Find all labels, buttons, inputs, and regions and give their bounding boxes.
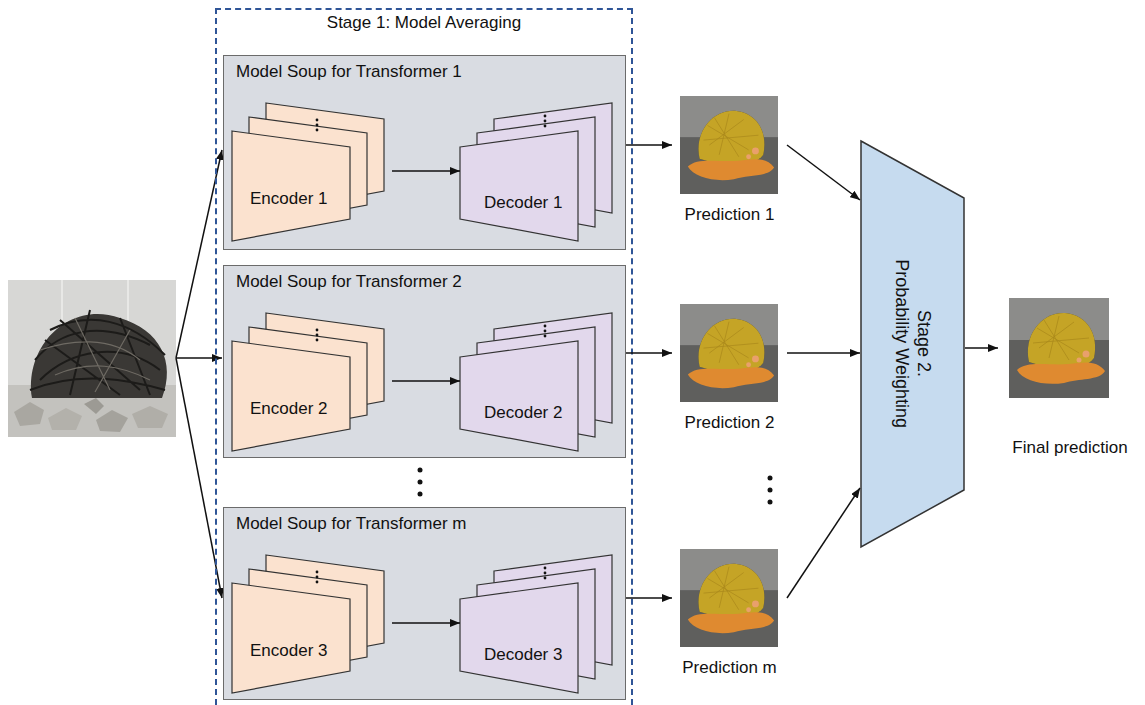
node-label: Decoder 3 bbox=[484, 645, 562, 665]
node-label: Decoder 1 bbox=[484, 193, 562, 213]
prediction-node: Prediction 1 bbox=[672, 95, 787, 233]
node-label: Encoder 2 bbox=[250, 399, 328, 419]
decoder-stack: Decoder 3 bbox=[460, 553, 620, 693]
ellipsis-dot bbox=[544, 572, 547, 575]
arrow-connector bbox=[965, 347, 998, 349]
arrow-connector bbox=[787, 352, 860, 354]
weighting-trapezoid: Stage 2.Probability Weighting bbox=[860, 140, 965, 548]
region-title: Stage 1: Model Averaging bbox=[327, 13, 521, 33]
final-prediction-node: Final prediction bbox=[998, 298, 1142, 463]
ellipsis-dot bbox=[544, 325, 547, 328]
ellipsis-dot bbox=[316, 329, 319, 332]
ellipsis-dot bbox=[316, 124, 319, 127]
model-soup-box: Model Soup for Transformer m Encoder 3 Dec… bbox=[223, 507, 626, 700]
encoder-stack: Encoder 1 bbox=[232, 101, 392, 241]
prediction-node: Prediction m bbox=[672, 548, 787, 686]
model-soup-box: Model Soup for Transformer 1 Encoder 1 Dec… bbox=[223, 55, 626, 250]
ellipsis-dot bbox=[544, 335, 547, 338]
ellipsis-dot bbox=[316, 119, 319, 122]
ellipsis-dots bbox=[418, 468, 773, 505]
ellipsis-dot bbox=[544, 330, 547, 333]
encoder-stack: Encoder 2 bbox=[232, 311, 392, 451]
ellipsis-dot bbox=[544, 115, 547, 118]
arrow-connector bbox=[392, 622, 460, 624]
prediction-image bbox=[680, 549, 778, 647]
box-title: Model Soup for Transformer 2 bbox=[236, 272, 462, 292]
ellipsis-dot bbox=[544, 577, 547, 580]
arrow-connector bbox=[626, 144, 672, 146]
arrow-connector bbox=[626, 597, 672, 599]
decoder-stack: Decoder 1 bbox=[460, 101, 620, 241]
layer-stack-shape bbox=[232, 101, 392, 241]
layer-card bbox=[460, 131, 578, 241]
node-label: Final prediction bbox=[1012, 438, 1127, 458]
layer-card bbox=[460, 583, 578, 693]
layer-card bbox=[460, 341, 578, 451]
layer-stack-shape bbox=[232, 553, 392, 693]
ellipsis-dot bbox=[544, 120, 547, 123]
prediction-node: Prediction 2 bbox=[672, 303, 787, 441]
layer-card bbox=[232, 131, 350, 241]
layer-card bbox=[232, 341, 350, 451]
arrow-connector bbox=[392, 170, 460, 172]
arrow-connector bbox=[787, 145, 860, 200]
ellipsis-dot bbox=[316, 339, 319, 342]
node-label: Probability Weighting bbox=[891, 260, 913, 429]
rotated-label-group: Stage 2.Probability Weighting bbox=[891, 260, 934, 429]
layer-stack-shape bbox=[460, 101, 620, 241]
node-label: Prediction m bbox=[682, 658, 776, 678]
model-soup-box: Model Soup for Transformer 2 Encoder 2 Dec… bbox=[223, 265, 626, 458]
trapezoid-shape bbox=[860, 140, 965, 548]
final-image bbox=[1009, 298, 1109, 398]
decoder-stack: Decoder 2 bbox=[460, 311, 620, 451]
layer-stack-shape bbox=[232, 311, 392, 451]
prediction-image bbox=[680, 304, 778, 402]
arrow-connector bbox=[787, 488, 860, 598]
node-label: Decoder 2 bbox=[484, 403, 562, 423]
node-label: Prediction 2 bbox=[685, 413, 775, 433]
arrow-connector bbox=[626, 352, 672, 354]
node-label: Stage 2. bbox=[913, 260, 935, 429]
layer-stack-shape bbox=[460, 553, 620, 693]
ellipsis-dot bbox=[544, 125, 547, 128]
node-label: Prediction 1 bbox=[685, 205, 775, 225]
trapezoid-outline bbox=[861, 141, 964, 547]
stage-region: Stage 1: Model AveragingModel Soup for T… bbox=[215, 8, 633, 705]
ellipsis-dot bbox=[316, 571, 319, 574]
node-label: Encoder 3 bbox=[250, 641, 328, 661]
ellipsis-dot bbox=[316, 334, 319, 337]
arrow-connector bbox=[392, 380, 460, 382]
layer-card bbox=[232, 583, 350, 693]
ellipsis-dot bbox=[316, 581, 319, 584]
box-title: Model Soup for Transformer m bbox=[236, 514, 467, 534]
prediction-image bbox=[680, 96, 778, 194]
node-label: Encoder 1 bbox=[250, 189, 328, 209]
ellipsis-dot bbox=[316, 129, 319, 132]
input-photo bbox=[8, 280, 176, 437]
box-title: Model Soup for Transformer 1 bbox=[236, 62, 462, 82]
layer-stack-shape bbox=[460, 311, 620, 451]
ellipsis-dot bbox=[544, 567, 547, 570]
encoder-stack: Encoder 3 bbox=[232, 553, 392, 693]
ellipsis-dot bbox=[316, 576, 319, 579]
